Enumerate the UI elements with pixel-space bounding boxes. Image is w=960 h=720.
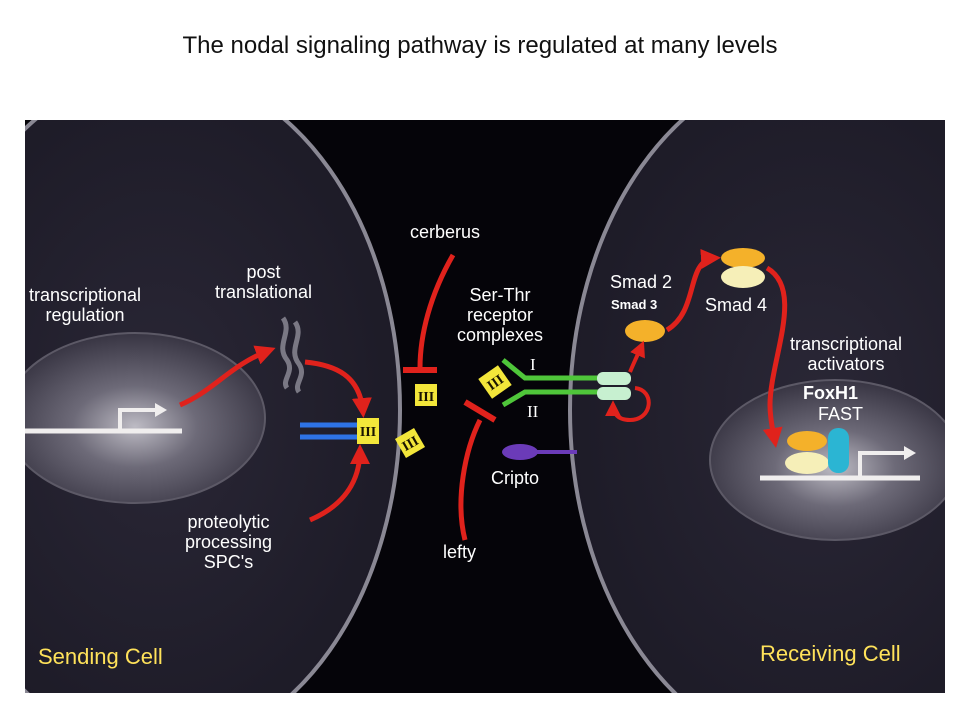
cerberus-inhibitor-line — [417, 253, 456, 369]
label-sending-cell: Sending Cell — [38, 644, 163, 669]
free-ligand — [394, 427, 426, 459]
smad4-bottom — [721, 266, 765, 288]
arrow-receptor-loop — [605, 386, 651, 423]
arrow-mrna-to-precursor — [304, 359, 372, 418]
label-smad4: Smad 4 — [705, 295, 768, 315]
kinase-domain-2 — [597, 387, 631, 400]
label-cripto: Cripto — [491, 468, 540, 488]
label-smad2: Smad 2 — [610, 272, 673, 292]
cripto-protein — [502, 444, 538, 460]
pathway-diagram: III III III III — [25, 120, 945, 693]
lefty-inhibitor-line — [458, 418, 483, 541]
sending-promoter-arrow — [118, 408, 158, 431]
label-fast: FAST — [818, 404, 864, 424]
receiving-promoter-arrow — [858, 451, 907, 478]
label-proteolytic-processing: proteolytic processing SPC's — [185, 512, 273, 572]
label-ser-thr-receptors: Ser-Thr receptor complexes — [457, 285, 544, 345]
cerberus-ligand-glyph: III — [418, 390, 434, 405]
label-receptor-i: I — [530, 355, 536, 374]
label-lefty: lefty — [443, 542, 477, 562]
arrow-gene-to-mrna — [179, 345, 276, 408]
lefty-inhibitor-bar — [463, 399, 497, 423]
label-transcriptional-activators: transcriptional activators — [790, 334, 903, 374]
mrna-squiggle-2 — [292, 320, 305, 394]
receiving-promoter-arrowhead — [904, 446, 916, 460]
label-foxh1: FoxH1 — [803, 383, 859, 403]
fast-protein — [828, 428, 849, 473]
diagram-panel: III III III III transcriptional regulati… — [25, 120, 945, 693]
sending-cell-nucleus — [25, 332, 266, 504]
smad2-protein — [625, 320, 665, 342]
arrow-smad4-to-nucleus — [762, 265, 788, 448]
label-smad3: Smad 3 — [611, 297, 658, 312]
mrna-squiggle-1 — [280, 316, 293, 390]
label-receiving-cell: Receiving Cell — [760, 641, 901, 666]
smad4-top — [721, 248, 765, 268]
nuclear-smad-top — [787, 431, 827, 451]
ligand-bound-cerberus — [415, 384, 437, 406]
free-ligand-glyph: III — [400, 434, 422, 455]
arrow-smad2-to-smad4 — [665, 248, 721, 333]
label-post-translational: post translational — [215, 262, 313, 302]
sending-promoter-arrowhead — [155, 403, 167, 417]
label-receptor-ii: II — [527, 402, 539, 421]
receptor-bound-ligand — [478, 365, 512, 399]
kinase-domain-1 — [597, 372, 631, 385]
label-transcriptional-regulation: transcriptional regulation — [29, 285, 142, 325]
precursor-ligand — [357, 418, 379, 444]
slide-title: The nodal signaling pathway is regulated… — [182, 32, 778, 59]
nuclear-smad-bottom — [785, 452, 829, 474]
arrow-receptor-to-smad — [628, 340, 645, 373]
label-cerberus: cerberus — [410, 222, 481, 242]
arrow-processing — [309, 444, 370, 523]
precursor-ligand-glyph: III — [360, 425, 376, 440]
